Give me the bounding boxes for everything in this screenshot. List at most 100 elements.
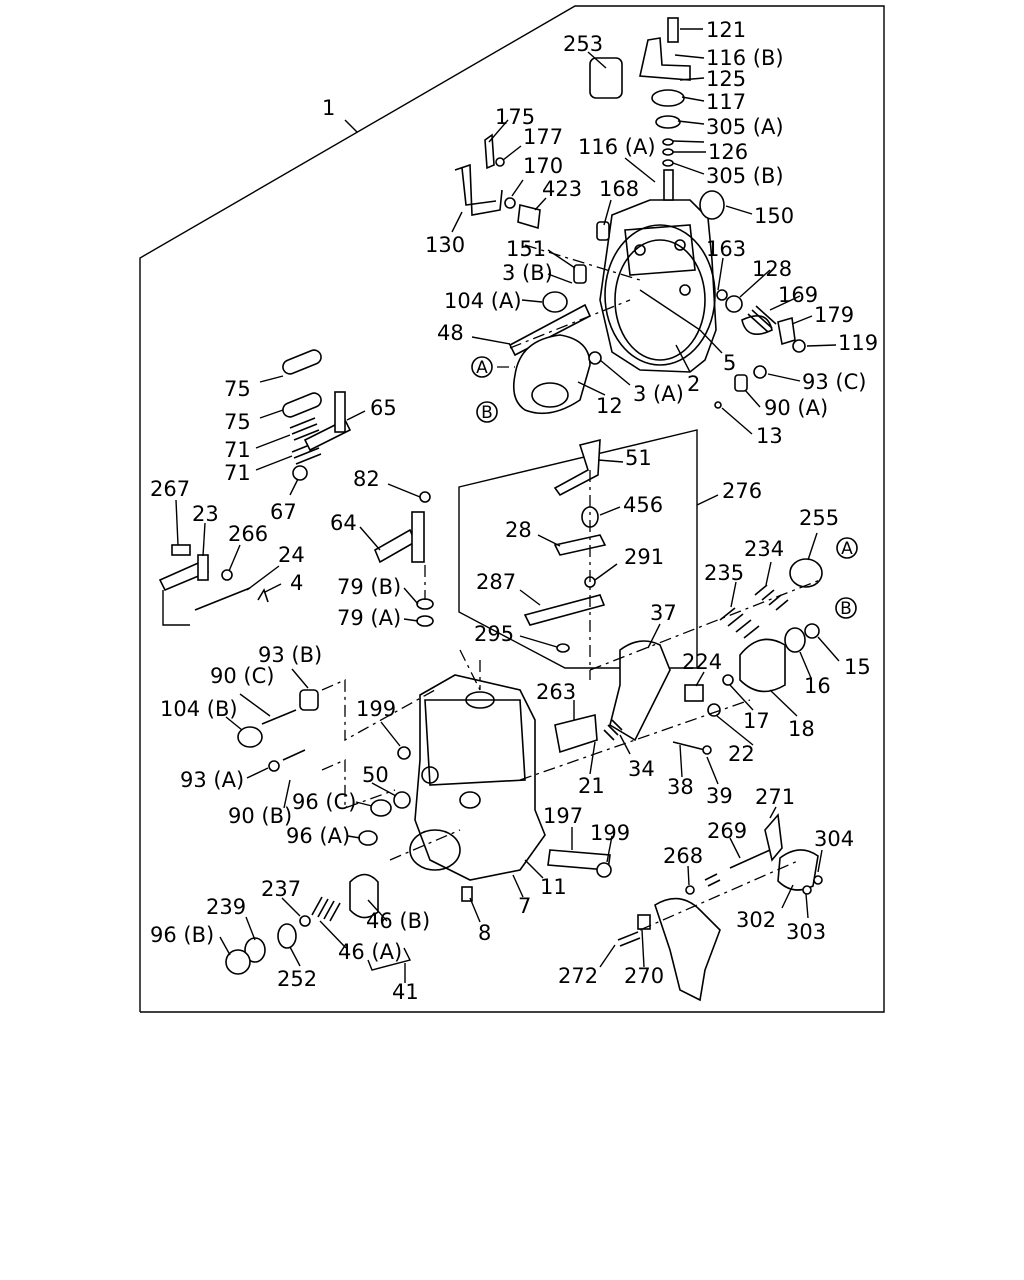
assembly-frame bbox=[139, 5, 885, 1013]
svg-text:A: A bbox=[841, 539, 853, 559]
callout: 93 (C) bbox=[802, 370, 866, 394]
lower-left-parts bbox=[237, 689, 612, 902]
governor-weight-holder-12 bbox=[497, 334, 602, 415]
callout: 117 bbox=[706, 90, 746, 114]
callout: 4 bbox=[290, 571, 303, 595]
callout: 197 bbox=[543, 804, 583, 828]
callout: 267 bbox=[150, 477, 190, 501]
callout: 67 bbox=[270, 500, 297, 524]
callout: 276 bbox=[722, 479, 762, 503]
callout: 12 bbox=[596, 394, 623, 418]
callout: 151 bbox=[506, 237, 546, 261]
callout: 295 bbox=[474, 622, 514, 646]
callout: 64 bbox=[330, 511, 357, 535]
callout: 104 (B) bbox=[160, 697, 238, 721]
callout: 175 bbox=[495, 105, 535, 129]
callout: 46 (B) bbox=[366, 909, 430, 933]
upper-small-parts bbox=[508, 17, 806, 409]
callout: 7 bbox=[518, 894, 531, 918]
callout: 15 bbox=[844, 655, 871, 679]
callout-assembly: 1 bbox=[322, 96, 335, 120]
callout: 17 bbox=[743, 709, 770, 733]
lower-right-parts bbox=[617, 813, 823, 1002]
callout: 266 bbox=[228, 522, 268, 546]
reference-letter-A-2: A bbox=[836, 537, 858, 559]
callout: 23 bbox=[192, 502, 219, 526]
callout: 150 bbox=[754, 204, 794, 228]
callout: 5 bbox=[723, 351, 736, 375]
callout: 13 bbox=[756, 424, 783, 448]
callout: 16 bbox=[804, 674, 831, 698]
callout: 268 bbox=[663, 844, 703, 868]
linkage-lever-23 bbox=[158, 544, 269, 626]
callout: 79 (B) bbox=[337, 575, 401, 599]
callout: 126 bbox=[708, 140, 748, 164]
callout: 287 bbox=[476, 570, 516, 594]
callout: 128 bbox=[752, 257, 792, 281]
callout: 18 bbox=[788, 717, 815, 741]
callout: 179 bbox=[814, 303, 854, 327]
callout: 235 bbox=[704, 561, 744, 585]
callout: 272 bbox=[558, 964, 598, 988]
callout: 93 (B) bbox=[258, 643, 322, 667]
callout: 234 bbox=[744, 537, 784, 561]
callout: 199 bbox=[356, 697, 396, 721]
callout: 37 bbox=[650, 601, 677, 625]
callout: 96 (C) bbox=[292, 790, 356, 814]
callout: 90 (B) bbox=[228, 804, 292, 828]
part-callouts: 121 116 (B) 125 117 305 (A) 126 305 (B) … bbox=[150, 18, 878, 1004]
callout: 41 bbox=[392, 980, 419, 1004]
callout: 199 bbox=[590, 821, 630, 845]
callout: 130 bbox=[425, 233, 465, 257]
callout: 22 bbox=[728, 742, 755, 766]
callout: 168 bbox=[599, 177, 639, 201]
callout: 3 (B) bbox=[502, 261, 553, 285]
reference-letter-A-1: A bbox=[471, 356, 493, 378]
callout: 305 (A) bbox=[706, 115, 784, 139]
svg-text:B: B bbox=[840, 599, 852, 619]
left-small-parts bbox=[282, 349, 352, 481]
callout: 303 bbox=[786, 920, 826, 944]
callout: 255 bbox=[799, 506, 839, 530]
callout: 8 bbox=[478, 921, 491, 945]
leader-lines bbox=[175, 28, 840, 983]
callout: 51 bbox=[625, 446, 652, 470]
callout: 93 (A) bbox=[180, 768, 244, 792]
lever-64 bbox=[373, 491, 434, 627]
callout: 79 (A) bbox=[337, 606, 401, 630]
callout: 50 bbox=[362, 763, 389, 787]
callout: 90 (A) bbox=[764, 396, 828, 420]
callout: 291 bbox=[624, 545, 664, 569]
callout: 82 bbox=[353, 467, 380, 491]
callout: 96 (A) bbox=[286, 824, 350, 848]
lever-bracket-130 bbox=[454, 133, 541, 230]
subassembly-276-parts bbox=[523, 438, 607, 653]
callout: 21 bbox=[578, 774, 605, 798]
callout: 34 bbox=[628, 757, 655, 781]
assembly-centerlines bbox=[321, 244, 821, 931]
callout: 71 bbox=[224, 438, 251, 462]
callout: 75 bbox=[224, 410, 251, 434]
callout: 3 (A) bbox=[633, 382, 684, 406]
injection-pump-housing bbox=[409, 660, 546, 881]
callout: 24 bbox=[278, 543, 305, 567]
callout: 237 bbox=[261, 877, 301, 901]
callout: 177 bbox=[523, 125, 563, 149]
callout: 121 bbox=[706, 18, 746, 42]
governor-cover-housing bbox=[599, 199, 717, 373]
callout: 28 bbox=[505, 518, 532, 542]
callout: 269 bbox=[707, 819, 747, 843]
governor-spring-parts bbox=[554, 558, 823, 755]
callout: 163 bbox=[706, 237, 746, 261]
callout: 104 (A) bbox=[444, 289, 522, 313]
callout: 239 bbox=[206, 895, 246, 919]
callout: 302 bbox=[736, 908, 776, 932]
callout: 65 bbox=[370, 396, 397, 420]
callout: 116 (A) bbox=[578, 135, 656, 159]
callout: 305 (B) bbox=[706, 164, 784, 188]
callout: 304 bbox=[814, 827, 854, 851]
callout: 271 bbox=[755, 785, 795, 809]
callout: 270 bbox=[624, 964, 664, 988]
callout: 11 bbox=[540, 875, 567, 899]
